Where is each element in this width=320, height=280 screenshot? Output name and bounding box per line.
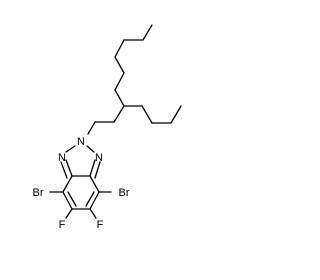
bond-c6-f-right bbox=[89, 208, 97, 219]
bond-c6-c7-double bbox=[85, 191, 95, 207]
bond-n-left-c3a-double bbox=[60, 161, 68, 179]
bond-n-right-c7a-double bbox=[94, 161, 101, 179]
atom-label-f-right: F bbox=[97, 219, 104, 231]
chain-bond-hexyl-4 bbox=[114, 56, 125, 74]
chain-bond-hexyl-6 bbox=[114, 89, 125, 107]
bond-c3a-c4 bbox=[62, 175, 73, 193]
chain-bond-hexyl-3 bbox=[114, 39, 125, 58]
chain-bond-butyl-4 bbox=[170, 105, 182, 124]
bond-n-left-c3a bbox=[65, 159, 73, 177]
bond-c4-c5-double bbox=[67, 191, 77, 207]
bond-ch2-n-top bbox=[87, 121, 96, 135]
bond-n-top-n-right bbox=[86, 145, 95, 153]
bond-n-right-c7a bbox=[89, 159, 96, 177]
atom-label-br-left: Br bbox=[33, 187, 44, 199]
atom-label-f-left: F bbox=[59, 219, 66, 231]
chain-bond-hexyl-5 bbox=[114, 72, 125, 91]
atom-label-n-right: N bbox=[95, 152, 103, 164]
bond-c4-c5 bbox=[62, 191, 73, 210]
bond-c6-c7 bbox=[89, 191, 100, 210]
bond-n-top-n-left bbox=[65, 145, 76, 153]
atom-label-br-right: Br bbox=[119, 187, 130, 199]
chain-bond-ch2-1 bbox=[113, 105, 125, 123]
chain-bond-butyl-2 bbox=[141, 105, 153, 124]
molecule-structure-diagram: N N N Br Br F F bbox=[33, 24, 182, 231]
bond-c7-c7a bbox=[89, 175, 100, 193]
atom-label-n-top: N bbox=[77, 136, 85, 148]
bond-c5-f-left bbox=[65, 208, 73, 219]
atom-label-n-left: N bbox=[58, 152, 66, 164]
chain-bond-hexyl-1 bbox=[142, 24, 153, 41]
